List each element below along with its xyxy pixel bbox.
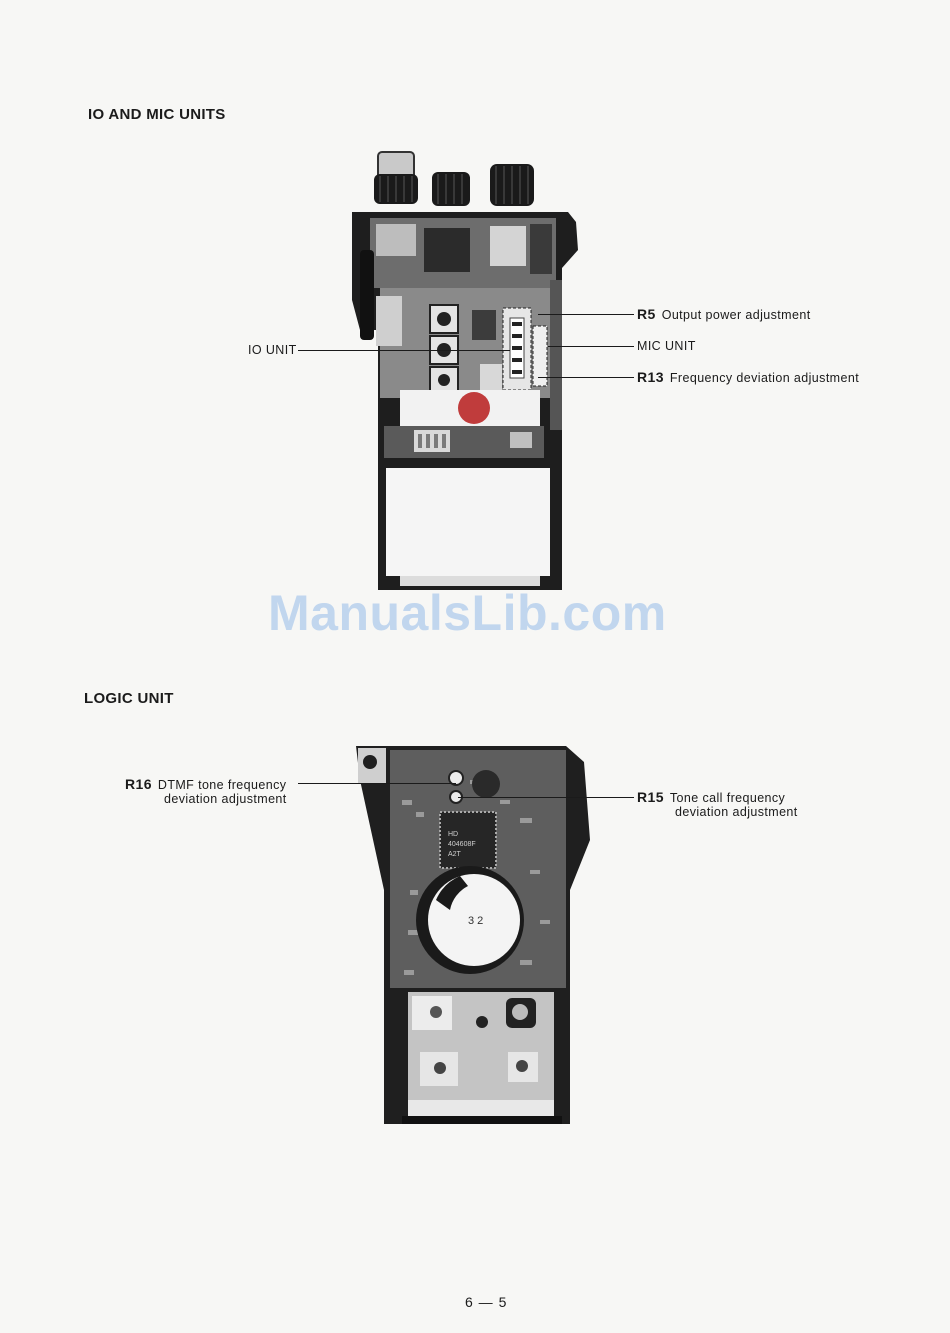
r16-callout: R16 DTMF tone frequency	[125, 776, 286, 792]
r5-text: Output power adjustment	[662, 308, 811, 322]
r16-leader-line	[298, 783, 456, 784]
section-title-logic: LOGIC UNIT	[84, 690, 174, 707]
r5-ref: R5	[637, 306, 656, 322]
mic-unit-label: MIC UNIT	[637, 339, 696, 353]
mic-unit-leader-line	[548, 346, 634, 347]
r13-text: Frequency deviation adjustment	[670, 371, 859, 385]
r15-line2: deviation adjustment	[675, 805, 798, 819]
io-unit-leader-line	[298, 350, 510, 351]
r16-line1: DTMF tone frequency	[158, 778, 286, 792]
chip-line-2: 404608F	[448, 841, 476, 848]
r15-line1: Tone call frequency	[670, 791, 785, 805]
chip-line-3: A2T	[448, 851, 462, 858]
label-32: 3 2	[468, 915, 483, 927]
r16-ref: R16	[125, 776, 152, 792]
r13-leader-line	[538, 377, 634, 378]
r15-callout: R15 Tone call frequency	[637, 789, 785, 805]
r13-callout: R13 Frequency deviation adjustment	[637, 369, 859, 385]
r13-ref: R13	[637, 369, 664, 385]
r16-line2: deviation adjustment	[164, 792, 287, 806]
chip-line-1: HD	[448, 831, 458, 838]
watermark: ManualsLib.com	[268, 584, 667, 642]
logic-unit-photo: HD 404608F A2T 3 2	[350, 740, 595, 1132]
io-mic-units-photo	[340, 150, 590, 600]
r15-ref: R15	[637, 789, 664, 805]
r5-leader-line	[538, 314, 634, 315]
io-unit-label: IO UNIT	[248, 343, 297, 357]
page-number: 6 — 5	[465, 1294, 507, 1310]
r15-leader-line	[458, 797, 634, 798]
section-title-io-mic: IO AND MIC UNITS	[88, 106, 226, 123]
r5-callout: R5 Output power adjustment	[637, 306, 811, 322]
